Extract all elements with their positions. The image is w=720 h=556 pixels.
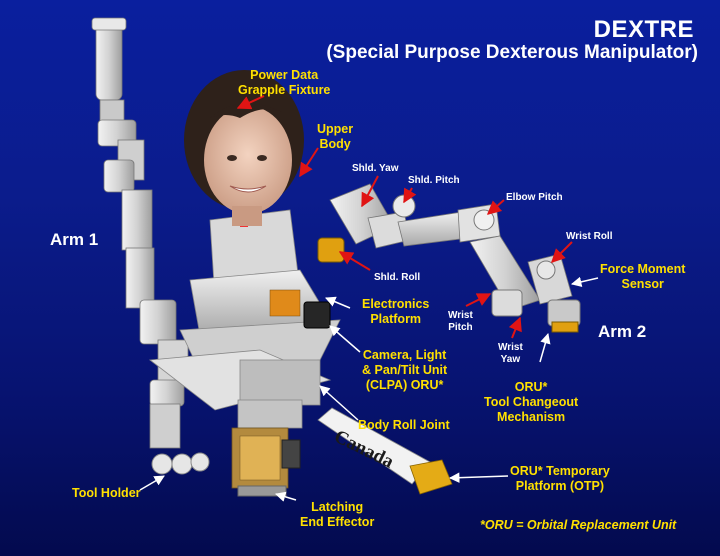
tool-holder-label: Tool Holder: [72, 486, 141, 500]
shld-yaw-label: Shld. Yaw: [352, 163, 399, 174]
power-data-grapple-label: Power Data Grapple Fixture: [238, 68, 330, 98]
wrist-roll-label: Wrist Roll: [566, 231, 613, 242]
shld-pitch-label: Shld. Pitch: [408, 175, 460, 186]
latching-end-effector-label: Latching End Effector: [300, 500, 374, 530]
oru-tool-text-3: Mechanism: [497, 410, 566, 424]
electronics-text-1: Electronics: [362, 297, 430, 311]
oru-footnote: *ORU = Orbital Replacement Unit: [480, 518, 677, 532]
upper-body-text-2: Body: [319, 137, 351, 151]
head-photo: [184, 70, 304, 226]
otp-graphic: [317, 407, 453, 495]
latching-text-1: Latching: [311, 500, 364, 514]
arm-1-graphic: [91, 17, 210, 475]
oru-tool-text-2: Tool Changeout: [484, 395, 579, 409]
shld-roll-label: Shld. Roll: [374, 272, 421, 283]
arm-2-graphic: [317, 183, 581, 333]
wrist-pitch-text-2: Pitch: [448, 322, 473, 333]
upper-body-text-1: Upper: [317, 122, 354, 136]
otp-label: ORU* Temporary Platform (OTP): [510, 464, 610, 494]
clpa-text-1: Camera, Light: [362, 348, 447, 362]
page-title: DEXTRE: [593, 16, 694, 43]
otp-text-1: ORU* Temporary: [510, 464, 610, 478]
joint-arrows: [236, 95, 573, 339]
force-text-1: Force Moment: [600, 262, 686, 276]
force-moment-sensor-label: Force Moment Sensor: [600, 262, 685, 292]
power-data-text: Power Data: [250, 68, 319, 82]
latching-text-2: End Effector: [300, 515, 375, 529]
wrist-pitch-text-1: Wrist: [448, 310, 473, 321]
wrist-yaw-text-1: Wrist: [498, 342, 523, 353]
upper-body-label: Upper Body: [317, 122, 353, 152]
clpa-text-3: (CLPA) ORU*: [365, 378, 444, 392]
leader-lines: [139, 276, 599, 502]
elbow-pitch-label: Elbow Pitch: [506, 192, 563, 203]
otp-text-2: Platform (OTP): [515, 479, 604, 493]
wrist-yaw-label: Wrist Yaw: [498, 342, 523, 366]
body-graphic: [148, 209, 341, 497]
body-roll-joint-label: Body Roll Joint: [358, 418, 450, 432]
clpa-label: Camera, Light & Pan/Tilt Unit (CLPA) ORU…: [362, 348, 447, 393]
oru-tool-changeout-label: ORU* Tool Changeout Mechanism: [484, 380, 578, 425]
arm-2-label: Arm 2: [598, 322, 647, 341]
oru-tool-text-1: ORU*: [514, 380, 548, 394]
force-text-2: Sensor: [621, 277, 664, 291]
grapple-fixture-text: Grapple Fixture: [238, 83, 331, 97]
wrist-pitch-label: Wrist Pitch: [448, 310, 473, 334]
wrist-yaw-text-2: Yaw: [500, 354, 521, 365]
electronics-platform-label: Electronics Platform: [362, 297, 429, 327]
arm-1-label: Arm 1: [50, 230, 99, 249]
electronics-text-2: Platform: [370, 312, 422, 326]
page-subtitle: (Special Purpose Dexterous Manipulator): [326, 42, 698, 63]
clpa-text-2: & Pan/Tilt Unit: [362, 363, 448, 377]
